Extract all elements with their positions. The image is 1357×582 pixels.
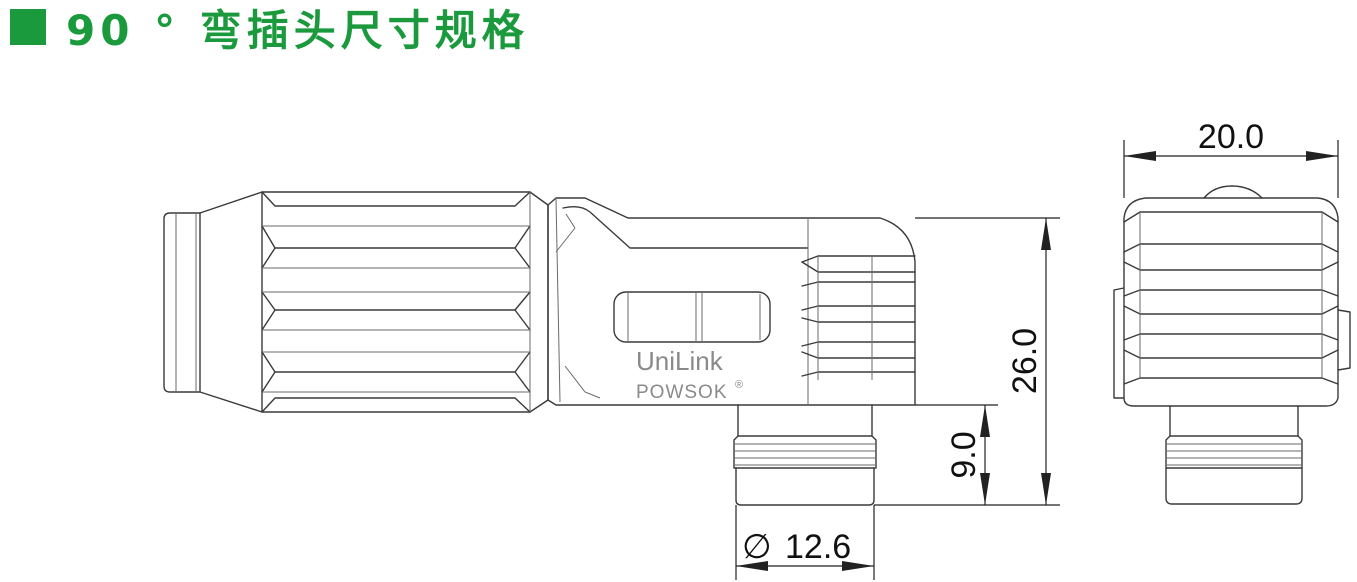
dim-diameter-symbol: ∅ <box>742 528 772 566</box>
dim-width-label: 20.0 <box>1198 118 1264 156</box>
brand-unilink: UniLink <box>636 346 724 376</box>
front-ribs <box>1123 211 1339 385</box>
page-title: 90 ° 弯插头尺寸规格 <box>66 5 529 55</box>
title-square-icon <box>10 9 46 45</box>
cone <box>199 191 263 413</box>
dimension-thread-length: 9.0 <box>915 404 998 505</box>
latch-window <box>613 291 771 343</box>
dim-thread-length-label: 9.0 <box>945 431 983 478</box>
housing <box>547 197 916 406</box>
front-top-bump <box>1203 185 1263 199</box>
knurled-nut <box>261 191 549 413</box>
threaded-outlet <box>733 404 877 506</box>
dim-diameter-label: 12.6 <box>785 528 851 566</box>
dimension-diameter: ∅ 12.6 <box>735 505 875 580</box>
brand-registered-mark: ® <box>735 379 743 391</box>
brand-powsok: POWSOK <box>636 382 728 403</box>
front-body <box>1123 197 1339 407</box>
dim-height-label: 26.0 <box>1006 328 1044 394</box>
front-threaded-outlet <box>1165 405 1303 505</box>
front-view <box>1113 185 1351 505</box>
side-view: UniLink POWSOK ® <box>163 191 916 506</box>
rear-cap <box>163 212 201 393</box>
dimension-width: 20.0 <box>1123 118 1339 198</box>
title-bar: 90 ° 弯插头尺寸规格 <box>10 2 529 55</box>
nut-grooves <box>261 191 531 413</box>
dimension-height: 26.0 <box>874 217 1060 506</box>
